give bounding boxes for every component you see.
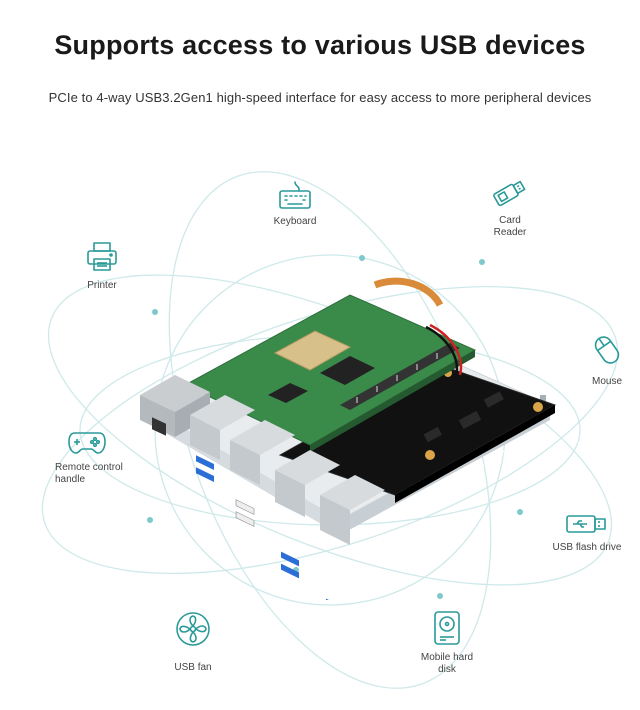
fan-icon (176, 612, 210, 646)
device-usb-flash-drive: USB flash drive (532, 512, 640, 554)
card-reader-icon (493, 180, 526, 207)
keyboard-label: Keyboard (273, 216, 317, 227)
device-mobile-hard-disk: Mobile hard disk (392, 610, 502, 676)
remote-label-line2: handle (55, 474, 86, 485)
gamepad-icon (68, 432, 106, 454)
keyboard-icon (279, 181, 311, 209)
device-usb-fan: USB fan (138, 610, 248, 674)
device-mouse: Mouse (552, 330, 640, 388)
usb-fan-label: USB fan (174, 662, 212, 673)
hard-disk-icon (434, 611, 460, 645)
card-reader-label-line1: Card (499, 215, 521, 226)
page-title: Supports access to various USB devices (54, 30, 586, 60)
mouse-icon (594, 336, 620, 364)
device-remote-control: Remote control handle (55, 428, 165, 486)
printer-label: Printer (87, 280, 117, 291)
card-reader-label-line2: Reader (493, 227, 527, 238)
card-reader-label: Card Reader (455, 215, 565, 239)
device-card-reader: Card Reader (455, 175, 565, 239)
hard-disk-label-line1: Mobile hard (420, 652, 474, 663)
device-keyboard: Keyboard (240, 180, 350, 228)
usb-flash-label: USB flash drive (552, 542, 622, 553)
usb-flash-icon (566, 515, 606, 533)
device-printer: Printer (47, 240, 157, 292)
remote-control-label: Remote control handle (55, 462, 165, 486)
hard-disk-label-line2: disk (438, 664, 456, 675)
remote-label-line1: Remote control (55, 462, 123, 473)
hard-disk-label: Mobile hard disk (392, 652, 502, 676)
page-subtitle: PCIe to 4-way USB3.2Gen1 high-speed inte… (48, 90, 592, 105)
mouse-label: Mouse (591, 376, 622, 387)
product-board-illustration: PCIe TO USB 3.2 Gen1 Board (C) (140, 277, 557, 600)
printer-icon (87, 242, 117, 271)
